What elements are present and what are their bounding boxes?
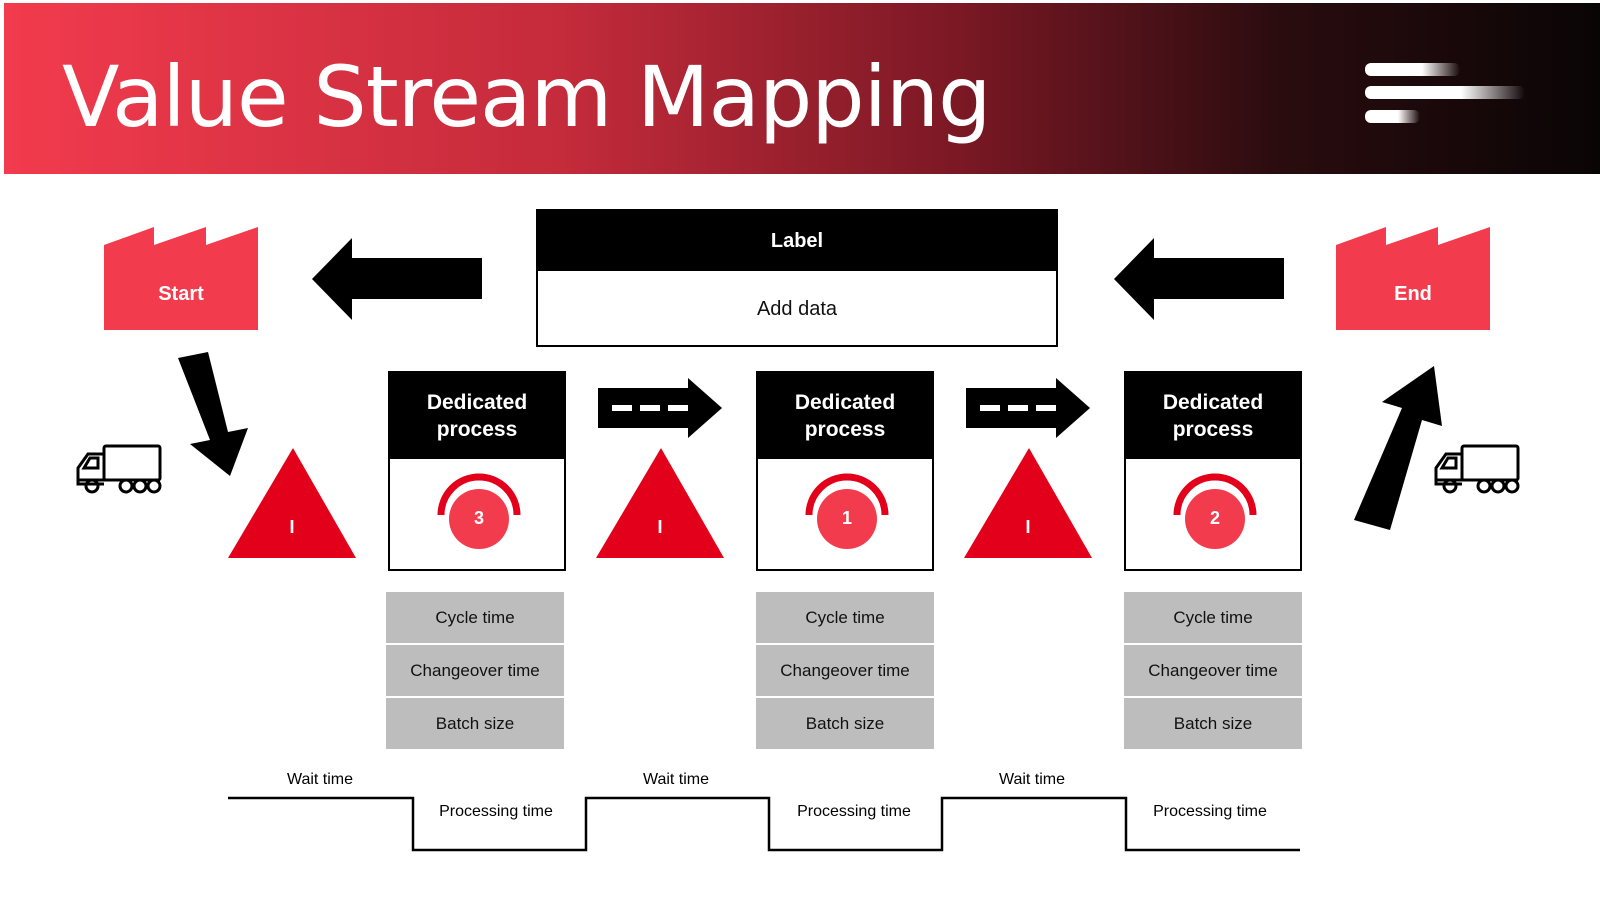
wait-time-label: Wait time: [286, 771, 354, 788]
metric-cycle-time: Cycle time: [1124, 592, 1302, 643]
wait-time-label: Wait time: [642, 771, 710, 788]
process-number: 2: [1209, 507, 1220, 528]
process-title: Dedicated process: [758, 373, 932, 459]
processing-time-label: Processing time: [1153, 803, 1267, 820]
process-data-box: Cycle time Changeover time Batch size: [1124, 592, 1302, 751]
metric-batch-size: Batch size: [756, 698, 934, 749]
process-title: Dedicated process: [390, 373, 564, 459]
operator-gauge: 1: [803, 473, 891, 555]
metric-changeover-time: Changeover time: [756, 645, 934, 696]
inventory-label: I: [289, 517, 295, 537]
left-arrow-icon: [312, 238, 482, 320]
page-title: Value Stream Mapping: [62, 48, 991, 146]
metric-batch-size: Batch size: [1124, 698, 1302, 749]
push-arrow-icon: [598, 378, 722, 438]
truck-icon: [76, 444, 162, 494]
process-box: Dedicated process 3: [388, 371, 566, 571]
processing-time-label: Processing time: [797, 803, 911, 820]
metric-cycle-time: Cycle time: [756, 592, 934, 643]
operator-gauge: 3: [435, 473, 523, 555]
end-label: End: [1394, 283, 1432, 305]
inventory-triangle-icon: [596, 448, 724, 558]
inventory-triangle-icon: [228, 448, 356, 558]
metric-changeover-time: Changeover time: [386, 645, 564, 696]
inventory-label: I: [657, 517, 663, 537]
process-data-box: Cycle time Changeover time Batch size: [756, 592, 934, 751]
metric-batch-size: Batch size: [386, 698, 564, 749]
left-arrow-icon: [1114, 238, 1284, 320]
header-banner: [4, 3, 1600, 174]
wait-time-label: Wait time: [998, 771, 1066, 788]
label-box-title: Label: [538, 211, 1056, 271]
process-box: Dedicated process 1: [756, 371, 934, 571]
start-label: Start: [158, 283, 204, 305]
factory-icon: [104, 227, 258, 330]
process-box: Dedicated process 2: [1124, 371, 1302, 571]
inventory-label: I: [1025, 517, 1031, 537]
process-number: 1: [841, 507, 852, 528]
metric-changeover-time: Changeover time: [1124, 645, 1302, 696]
metric-cycle-time: Cycle time: [386, 592, 564, 643]
operator-gauge: 2: [1171, 473, 1259, 555]
processing-time-label: Processing time: [439, 803, 553, 820]
down-arrow-icon: [178, 352, 248, 476]
information-label-box: Label Add data: [536, 209, 1058, 347]
process-title: Dedicated process: [1126, 373, 1300, 459]
push-arrow-icon: [966, 378, 1090, 438]
process-number: 3: [473, 507, 484, 528]
truck-icon: [1434, 444, 1520, 494]
timeline-ladder: [228, 796, 1300, 852]
operator-icon: [437, 473, 521, 549]
logo-icon: [1365, 63, 1525, 123]
up-arrow-icon: [1354, 366, 1442, 530]
process-data-box: Cycle time Changeover time Batch size: [386, 592, 564, 751]
label-box-content: Add data: [756, 297, 838, 320]
operator-icon: [1173, 473, 1257, 549]
inventory-triangle-icon: [964, 448, 1092, 558]
factory-icon: [1336, 227, 1490, 330]
operator-icon: [805, 473, 889, 549]
